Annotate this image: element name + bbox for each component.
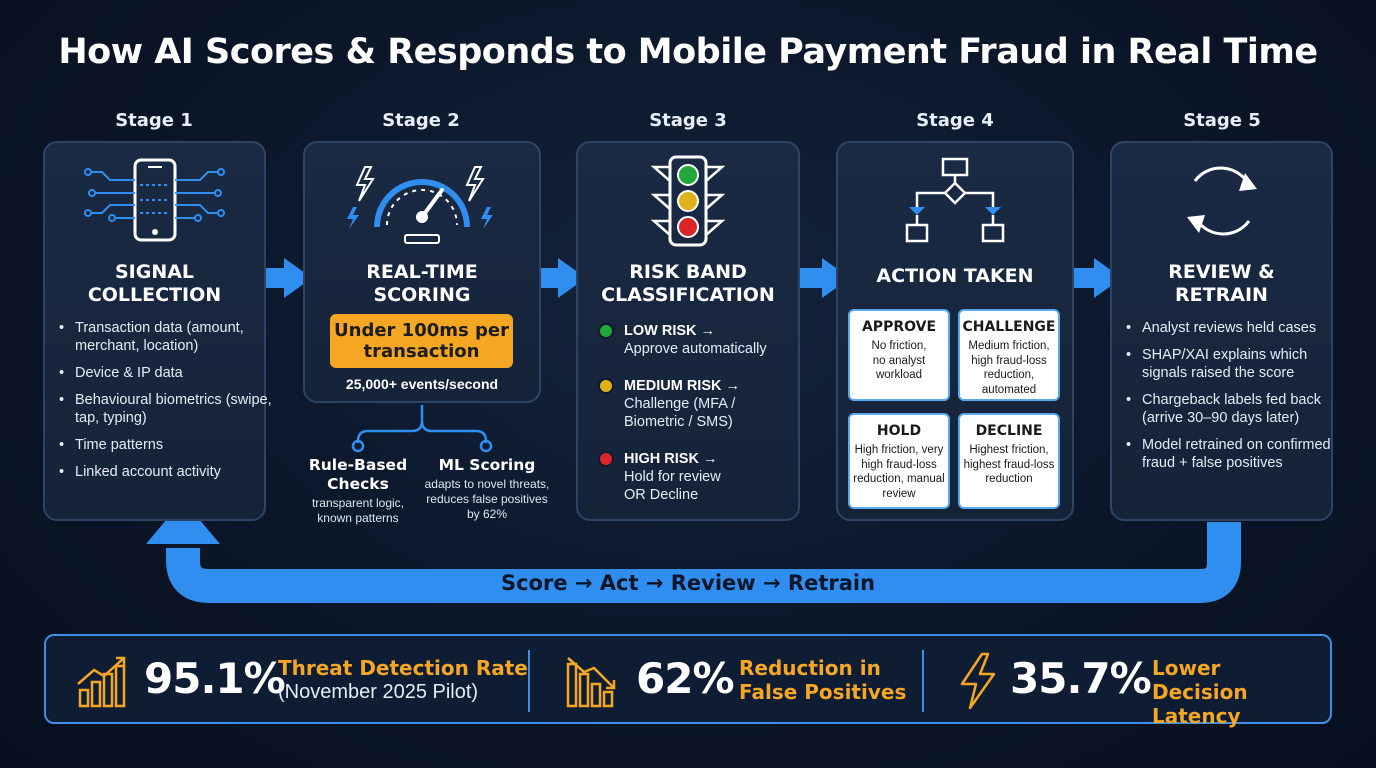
metric-2-label: Reduction in False Positives xyxy=(739,656,907,704)
metric-1-sub: (November 2025 Pilot) xyxy=(278,681,479,703)
metrics-bar: 95.1% Threat Detection Rate (November 20… xyxy=(44,634,1332,728)
list-item: Model retrained on confirmed fraud + fal… xyxy=(1126,436,1342,472)
stage-3-label: Stage 3 xyxy=(649,110,727,131)
ml-scoring-desc: adapts to novel threats, reduces false p… xyxy=(424,477,550,521)
red-dot-icon xyxy=(598,451,614,467)
action-approve-desc: No friction, no analyst workload xyxy=(871,340,927,381)
list-item: Linked account activity xyxy=(59,463,290,481)
divider xyxy=(528,650,530,712)
action-hold: HOLD High friction, very high fraud-loss… xyxy=(848,413,950,509)
action-challenge-head: CHALLENGE xyxy=(962,319,1056,335)
stage-5-label: Stage 5 xyxy=(1183,110,1261,131)
arrow-icon xyxy=(788,258,850,298)
action-approve: APPROVE No friction, no analyst workload xyxy=(848,309,950,401)
risk-low-desc: Approve automatically xyxy=(624,341,767,357)
list-item: SHAP/XAI explains which signals raised t… xyxy=(1126,346,1342,382)
refresh-cycle-icon xyxy=(1112,155,1331,255)
action-decline-desc: Highest friction, highest fraud-loss red… xyxy=(963,444,1055,485)
metric-3-label: Lower Decision Latency xyxy=(1152,656,1248,728)
risk-high-head: HIGH RISK → xyxy=(624,451,718,467)
rule-based-title: Rule-Based Checks xyxy=(308,456,408,493)
action-approve-head: APPROVE xyxy=(861,319,937,335)
scoring-split-connector xyxy=(351,405,493,453)
declining-bar-chart-icon xyxy=(566,657,616,708)
loop-label: Score → Act → Review → Retrain xyxy=(500,571,876,595)
stage-1-title: SIGNAL COLLECTION xyxy=(87,261,222,306)
lightning-bolt-icon xyxy=(960,652,996,710)
list-item: Time patterns xyxy=(59,436,290,454)
stage-2-title: REAL-TIME SCORING xyxy=(366,261,478,306)
stage-4-title: ACTION TAKEN xyxy=(876,265,1034,287)
action-decline-head: DECLINE xyxy=(975,423,1043,439)
stage-5-bullets: Analyst reviews held cases SHAP/XAI expl… xyxy=(1112,319,1342,481)
stage-1-bullets: Transaction data (amount, merchant, loca… xyxy=(45,319,290,490)
metric-1-value: 95.1% xyxy=(144,654,286,703)
risk-high-desc: Hold for review OR Decline xyxy=(624,469,721,503)
yellow-dot-icon xyxy=(598,378,614,394)
metric-1-label: Threat Detection Rate (November 2025 Pil… xyxy=(278,656,538,704)
metric-2-value: 62% xyxy=(636,654,735,703)
risk-low-head: LOW RISK → xyxy=(624,323,716,339)
stage-4-label: Stage 4 xyxy=(916,110,994,131)
metric-1-label-text: Threat Detection Rate xyxy=(278,656,528,680)
list-item: Device & IP data xyxy=(59,364,290,382)
decision-flowchart-icon xyxy=(838,155,1072,255)
stage-2-label: Stage 2 xyxy=(382,110,460,131)
metric-3-value: 35.7% xyxy=(1010,654,1152,703)
stage-3-title: RISK BAND CLASSIFICATION xyxy=(601,261,775,306)
stage-1-label: Stage 1 xyxy=(115,110,193,131)
action-challenge-desc: Medium friction, high fraud-loss reducti… xyxy=(968,340,1050,396)
speedometer-icon xyxy=(305,155,539,255)
stage-5-card: REVIEW & RETRAIN Analyst reviews held ca… xyxy=(1110,141,1333,521)
green-dot-icon xyxy=(598,323,614,339)
traffic-light-icon xyxy=(578,155,798,255)
growth-bar-chart-icon xyxy=(77,656,126,708)
action-challenge: CHALLENGE Medium friction, high fraud-lo… xyxy=(958,309,1060,401)
ml-scoring-title: ML Scoring xyxy=(438,456,536,474)
page-title: How AI Scores & Responds to Mobile Payme… xyxy=(58,32,1318,72)
throughput-text: 25,000+ events/second xyxy=(345,376,499,392)
list-item: Chargeback labels fed back (arrive 30–90… xyxy=(1126,391,1342,427)
action-hold-head: HOLD xyxy=(876,423,922,439)
list-item: Transaction data (amount, merchant, loca… xyxy=(59,319,290,355)
latency-badge: Under 100ms per transaction xyxy=(330,314,513,368)
smartphone-circuit-icon xyxy=(45,155,264,255)
rule-based-desc: transparent logic, known patterns xyxy=(311,496,405,525)
stage-1-card: SIGNAL COLLECTION Transaction data (amou… xyxy=(43,141,272,521)
risk-medium-desc: Challenge (MFA / Biometric / SMS) xyxy=(624,396,736,430)
arrow-icon xyxy=(1060,258,1122,298)
list-item: Analyst reviews held cases xyxy=(1126,319,1342,337)
list-item: Behavioural biometrics (swipe, tap, typi… xyxy=(59,391,290,427)
action-decline: DECLINE Highest friction, highest fraud-… xyxy=(958,413,1060,509)
risk-medium-head: MEDIUM RISK → xyxy=(624,378,740,394)
action-hold-desc: High friction, very high fraud-loss redu… xyxy=(853,444,945,500)
divider xyxy=(922,650,924,712)
stage-5-title: REVIEW & RETRAIN xyxy=(1168,261,1275,306)
